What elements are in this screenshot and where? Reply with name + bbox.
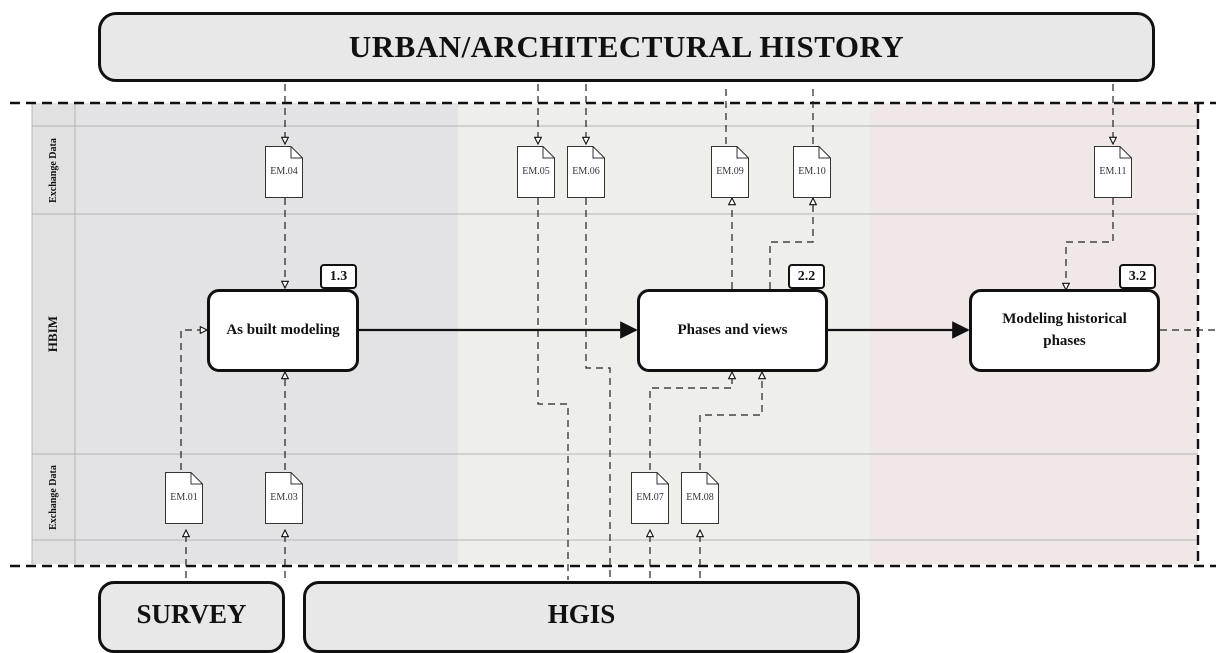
em-label: EM.06 xyxy=(572,166,600,177)
em-label: EM.01 xyxy=(170,492,198,503)
em-label: EM.03 xyxy=(270,492,298,503)
survey-label: SURVEY xyxy=(136,598,247,629)
em-label: EM.04 xyxy=(270,166,298,177)
lane-label-exchange-top: Exchange Data xyxy=(48,137,60,203)
process-id-badge: 1.3 xyxy=(320,264,357,289)
survey-box: SURVEY xyxy=(98,581,285,653)
hgis-box: HGIS xyxy=(303,581,860,653)
em-label: EM.08 xyxy=(686,492,714,503)
em-label: EM.11 xyxy=(1099,166,1127,177)
process-phases-and-views: Phases and views xyxy=(637,289,828,372)
process-modeling-historical-phases: Modeling historical phases xyxy=(969,289,1160,372)
process-id-badge: 2.2 xyxy=(788,264,825,289)
process-id-badge: 3.2 xyxy=(1119,264,1156,289)
document-icon-em09: EM.09 xyxy=(711,146,749,198)
lane-label-hbim: HBIM xyxy=(45,315,61,353)
document-icon-em04: EM.04 xyxy=(265,146,303,198)
document-icon-em01: EM.01 xyxy=(165,472,203,524)
em-label: EM.10 xyxy=(798,166,826,177)
document-icon-em06: EM.06 xyxy=(567,146,605,198)
data-flow-connectors xyxy=(180,84,1216,580)
pool-frame xyxy=(10,101,1216,568)
lane-dividers xyxy=(31,103,1198,564)
urban-history-title: URBAN/ARCHITECTURAL HISTORY xyxy=(348,29,905,64)
document-icon-em03: EM.03 xyxy=(265,472,303,524)
lane-label-exchange-bottom: Exchange Data xyxy=(48,464,60,530)
document-icon-em05: EM.05 xyxy=(517,146,555,198)
document-icon-em07: EM.07 xyxy=(631,472,669,524)
document-icon-em11: EM.11 xyxy=(1094,146,1132,198)
document-icon-em10: EM.10 xyxy=(793,146,831,198)
em-label: EM.05 xyxy=(522,166,550,177)
process-as-built-modeling: As built modeling xyxy=(207,289,359,372)
hgis-label: HGIS xyxy=(547,598,616,629)
urban-history-box: URBAN/ARCHITECTURAL HISTORY xyxy=(98,12,1155,82)
em-label: EM.07 xyxy=(636,492,664,503)
document-icon-em08: EM.08 xyxy=(681,472,719,524)
lane-header-column xyxy=(32,103,75,564)
em-label: EM.09 xyxy=(716,166,744,177)
